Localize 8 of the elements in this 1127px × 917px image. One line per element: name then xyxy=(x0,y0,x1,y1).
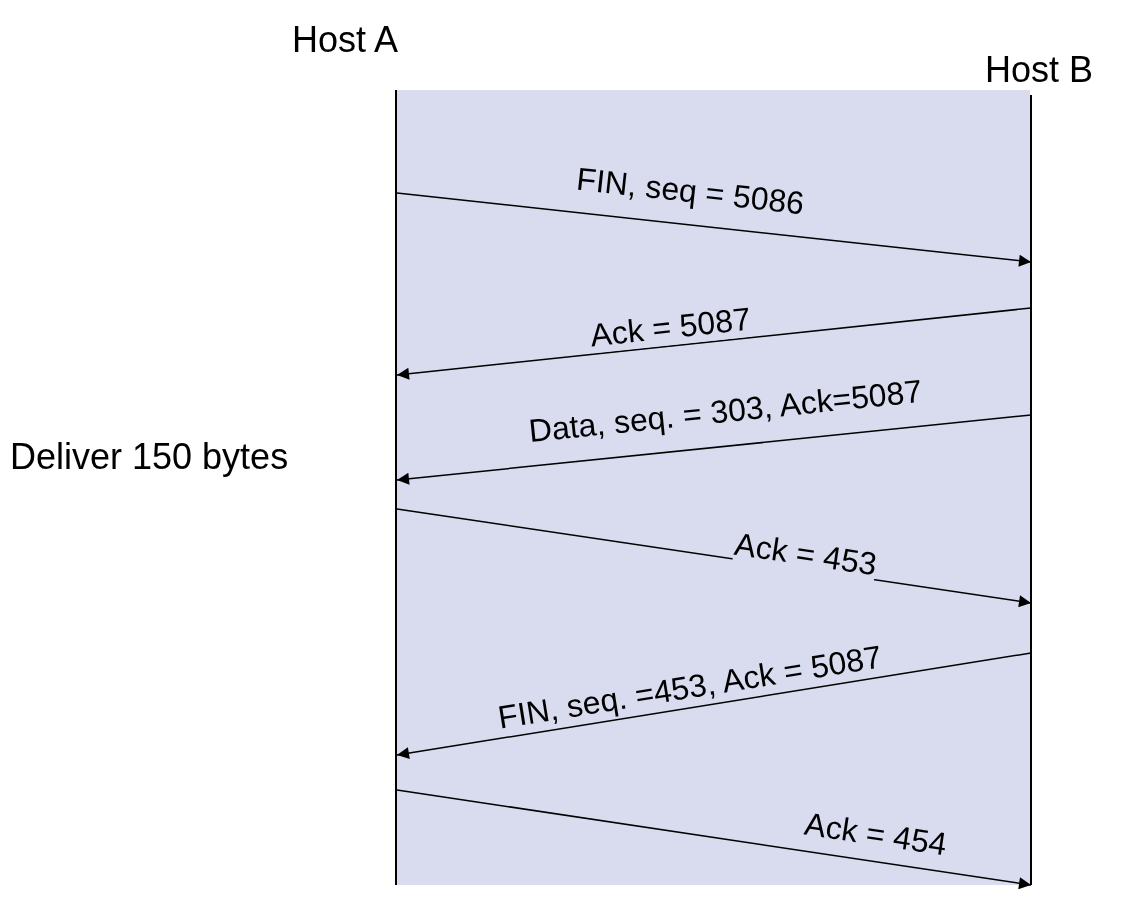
message-arrow xyxy=(396,652,1032,759)
message-arrow xyxy=(396,789,1032,890)
message-arrow xyxy=(396,192,1032,267)
event-note: Deliver 150 bytes xyxy=(10,437,289,477)
host-label: Host A xyxy=(292,20,399,60)
message-arrow xyxy=(396,307,1032,380)
message-arrow xyxy=(396,414,1032,485)
host-label: Host B xyxy=(985,50,1094,90)
